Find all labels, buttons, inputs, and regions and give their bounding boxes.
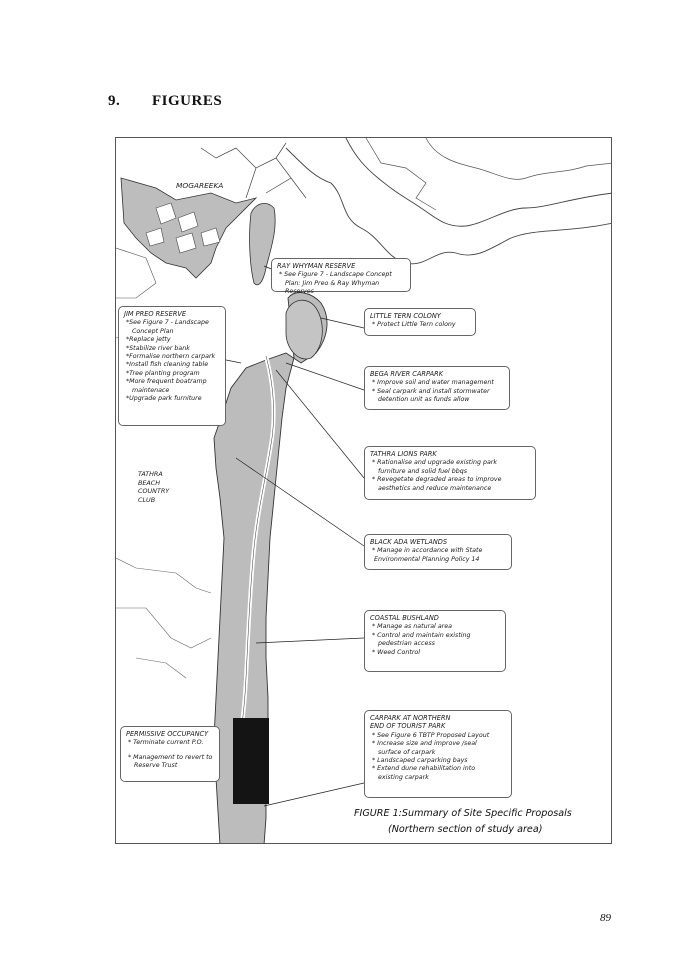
headland-outline	[365, 138, 437, 211]
headland-outline-2	[425, 138, 611, 180]
callout-ray-whyman-reserve: RAY WHYMAN RESERVE * See Figure 7 - Land…	[271, 258, 411, 295]
callout-item: * Management to revert to	[128, 753, 213, 761]
callout-leaders	[215, 265, 365, 807]
callout-item: * Manage as natural area	[372, 623, 452, 631]
section-heading: 9. FIGURES	[108, 93, 222, 110]
callout-bega-river-carpark: BEGA RIVER CARPARK * Improve soil and wa…	[364, 366, 510, 410]
little-tern-island	[285, 299, 323, 360]
coastline-upper	[285, 147, 611, 265]
callout-title: CARPARK AT NORTHERN	[370, 714, 451, 722]
callout-item: Reserve Trust	[134, 762, 178, 770]
callout-item: *Upgrade park furniture	[126, 395, 202, 403]
callout-tathra-lions-park: TATHRA LIONS PARK * Rationalise and upgr…	[364, 446, 536, 500]
callout-item: existing carpark	[378, 773, 429, 781]
callout-item: pedestrian access	[378, 640, 435, 648]
callout-item: * Weed Control	[372, 648, 421, 656]
west-boundary	[116, 557, 212, 679]
section-title: FIGURES	[152, 93, 223, 109]
callout-item: Plan: Jim Preo & Ray Whyman Reserves	[285, 279, 380, 296]
callout-item: Concept Plan	[132, 327, 174, 335]
mogareeka-blocks	[145, 202, 221, 254]
site-proposals-map: MOGAREEKA TATHRA BEACH COUNTRY CLUB RAY …	[115, 137, 612, 844]
coastline-outer	[345, 138, 611, 227]
section-number: 9.	[108, 93, 121, 109]
callout-item: Environmental Planning Policy 14	[374, 555, 480, 563]
callout-item: aesthetics and reduce maintenance	[378, 484, 492, 492]
callout-permissive-occupancy: PERMISSIVE OCCUPANCY * Terminate current…	[120, 726, 220, 782]
access-road-edge	[235, 355, 274, 759]
page-number: 89	[600, 912, 611, 924]
callout-item: * Seal carpark and install stormwater	[372, 387, 490, 395]
callout-item: * Manage in accordance with State	[372, 547, 483, 555]
callout-item: *Install fish cleaning table	[126, 361, 209, 369]
callout-item: * Rationalise and upgrade existing park	[372, 459, 498, 467]
club-label-line-1: TATHRA	[138, 470, 163, 478]
callout-item: * Landscaped carparking bays	[372, 757, 468, 765]
callout-item: * Increase size and improve /seal	[372, 740, 477, 748]
callout-item: * Improve soil and water management	[372, 379, 494, 387]
callout-item: *Tree planting program	[126, 369, 200, 377]
callout-item: *Formalise northern carpark	[126, 353, 216, 361]
callout-title: LITTLE TERN COLONY	[370, 312, 441, 320]
club-label: TATHRA BEACH COUNTRY CLUB	[138, 470, 169, 504]
callout-item: maintenace	[132, 386, 170, 394]
callout-item: *More frequent boatramp	[126, 378, 207, 386]
callout-title-line-2: END OF TOURIST PARK	[370, 722, 446, 731]
callout-item: * Revegetate degraded areas to improve	[372, 476, 502, 484]
club-label-line-2: BEACH	[138, 478, 161, 487]
callout-carpark-northern-end: CARPARK AT NORTHERN END OF TOURIST PARK …	[364, 710, 512, 798]
callout-item: * See Figure 7 - Landscape Concept	[279, 271, 392, 279]
club-label-line-3: COUNTRY	[138, 487, 170, 496]
callout-item: surface of carpark	[378, 748, 436, 756]
street-grid	[200, 142, 307, 199]
club-label-line-4: CLUB	[138, 495, 156, 504]
river-mouth-spit	[249, 203, 276, 286]
callout-title: JIM PREO RESERVE	[124, 310, 187, 318]
callout-item: * Control and maintain existing	[372, 631, 471, 639]
figure-caption-title: FIGURE 1:Summary of Site Specific Propos…	[354, 808, 572, 819]
callout-black-ada-wetlands: BLACK ADA WETLANDS * Manage in accordanc…	[364, 534, 512, 570]
map-drawing	[116, 138, 611, 843]
permissive-occupancy-block	[233, 718, 269, 804]
callout-title: COASTAL BUSHLAND	[370, 614, 439, 622]
callout-item: *Stabilize river bank	[126, 344, 190, 352]
callout-coastal-bushland: COASTAL BUSHLAND * Manage as natural are…	[364, 610, 506, 672]
figure-caption-subtitle: (Northern section of study area)	[388, 824, 543, 835]
callout-item: * Terminate current P.O.	[128, 739, 204, 747]
callout-title: TATHRA LIONS PARK	[370, 450, 437, 458]
callout-title: BEGA RIVER CARPARK	[370, 370, 444, 378]
callout-item: * See Figure 6 TBTP Proposed Layout	[372, 731, 490, 739]
callout-jim-preo-reserve: JIM PREO RESERVE *See Figure 7 - Landsca…	[118, 306, 226, 426]
callout-title: PERMISSIVE OCCUPANCY	[126, 730, 209, 738]
callout-item: *Replace jetty	[126, 336, 171, 344]
callout-item: * Protect Little Tern colony	[372, 321, 456, 329]
callout-little-tern-colony: LITTLE TERN COLONY * Protect Little Tern…	[364, 308, 476, 336]
callout-item: *See Figure 7 - Landscape	[126, 319, 209, 327]
callout-item: * Extend dune rehabilitation into	[372, 765, 476, 773]
callout-title: BLACK ADA WETLANDS	[370, 538, 448, 546]
callout-item: furniture and solid fuel bbqs	[378, 467, 468, 475]
callout-item: detention unit as funds allow	[378, 396, 470, 404]
mogareeka-label: MOGAREEKA	[176, 181, 224, 190]
callout-title: RAY WHYMAN RESERVE	[277, 262, 356, 270]
